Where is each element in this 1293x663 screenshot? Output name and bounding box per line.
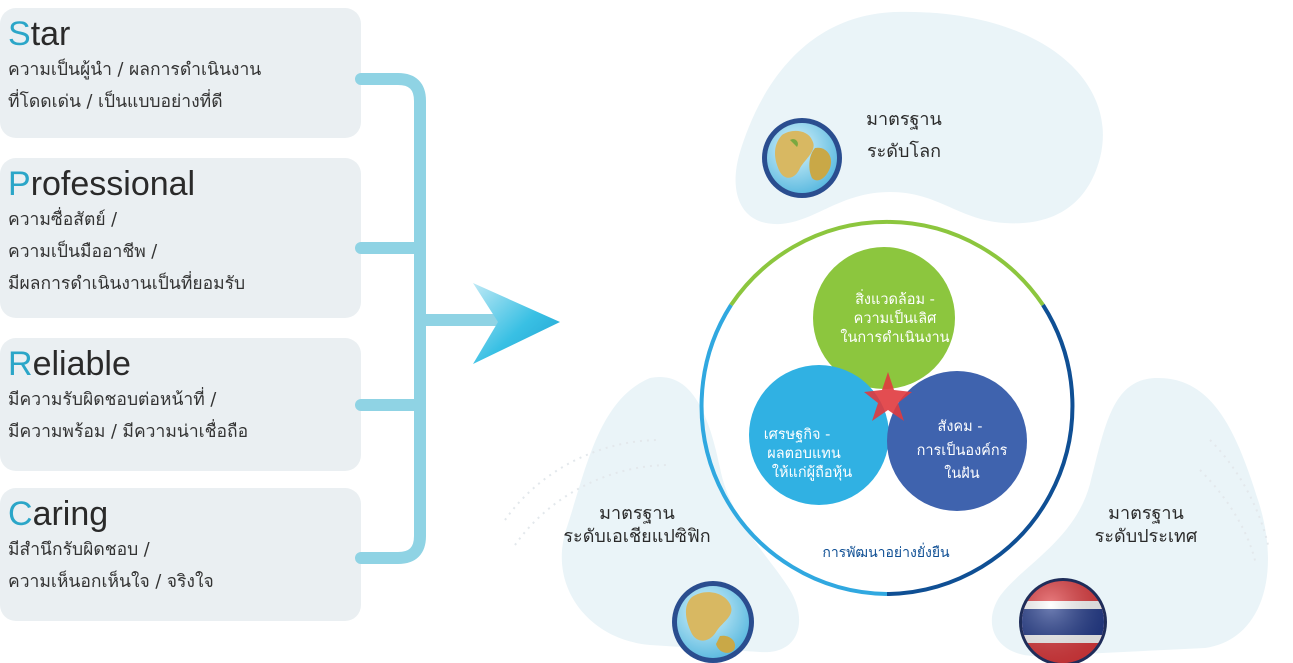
value-description-line: ความเป็นผู้นำ / ผลการดำเนินงาน [8,60,262,80]
economy-label-line: เศรษฐกิจ - [764,427,831,443]
value-title-rest: aring [32,495,109,533]
globe-icon [672,581,754,663]
value-initial: S [8,15,31,53]
value-description-line: มีความรับผิดชอบต่อหน้าที่ / [8,390,217,410]
value-description-line: ความเป็นมืออาชีพ / [8,242,158,262]
value-description-line: มีผลการดำเนินงานเป็นที่ยอมรับ [8,274,246,294]
value-card-star: Star ความเป็นผู้นำ / ผลการดำเนินงาน ที่โ… [0,8,361,138]
value-title: Caring [8,494,361,534]
world-standard-label-line: ระดับโลก [867,140,941,162]
value-description-line: มีความพร้อม / มีความน่าเชื่อถือ [8,422,249,442]
value-card-caring: Caring มีสำนึกรับผิดชอบ / ความเห็นอกเห็น… [0,488,361,621]
star-icon [864,372,912,421]
value-initial: C [8,495,33,533]
value-title-rest: eliable [32,345,131,383]
value-initial: P [8,165,31,203]
society-label-line: การเป็นองค์กร [917,440,1008,459]
value-initial: R [8,345,33,383]
sustainability-label: การพัฒนาอย่างยั่งยืน [822,543,950,561]
value-title: Reliable [8,344,361,384]
value-title: Star [8,14,361,54]
arrow-icon [473,283,560,364]
value-title-rest: tar [30,15,71,53]
economy-circle [749,365,889,505]
value-title: Professional [8,164,361,204]
environment-label-line: ความเป็นเลิศ [854,308,937,327]
value-description-line: ที่โดดเด่น / เป็นแบบอย่างที่ดี [8,92,223,112]
asia-standard-label-line: มาตรฐาน [599,503,675,524]
value-description-line: ความเห็นอกเห็นใจ / จริงใจ [8,572,214,592]
environment-circle [813,247,955,389]
society-circle [887,371,1027,511]
thailand-flag-icon [1019,578,1107,663]
economy-label-line: ให้แก่ผู้ถือหุ้น [772,463,852,481]
world-standard-label-line: มาตรฐาน [866,109,942,130]
globe-icon [762,118,842,198]
value-card-professional: Professional ความซื่อสัตย์ / ความเป็นมือ… [0,158,361,318]
value-title-rest: rofessional [30,165,196,203]
economy-label-line: ผลตอบแทน [767,446,841,462]
asia-blob [561,376,800,653]
environment-label-line: ในการดำเนินงาน [840,328,949,346]
environment-label-line: สิ่งแวดล้อม - [855,289,935,308]
value-card-reliable: Reliable มีความรับผิดชอบต่อหน้าที่ / มีค… [0,338,361,471]
sustainability-ring [699,220,1075,596]
value-description-line: มีสำนึกรับผิดชอบ / [8,540,150,560]
society-label-line: ในฝัน [944,464,979,482]
society-label-line: สังคม - [937,419,982,435]
asia-standard-label-line: ระดับเอเชียแปซิฟิก [563,526,710,547]
decorative-dashed-arcs [504,439,1269,566]
thailand-standard-label-line: ระดับประเทศ [1095,526,1198,547]
thailand-standard-label-line: มาตรฐาน [1108,503,1184,524]
value-description-line: ความซื่อสัตย์ / [8,210,118,230]
connector-bracket [355,73,506,564]
